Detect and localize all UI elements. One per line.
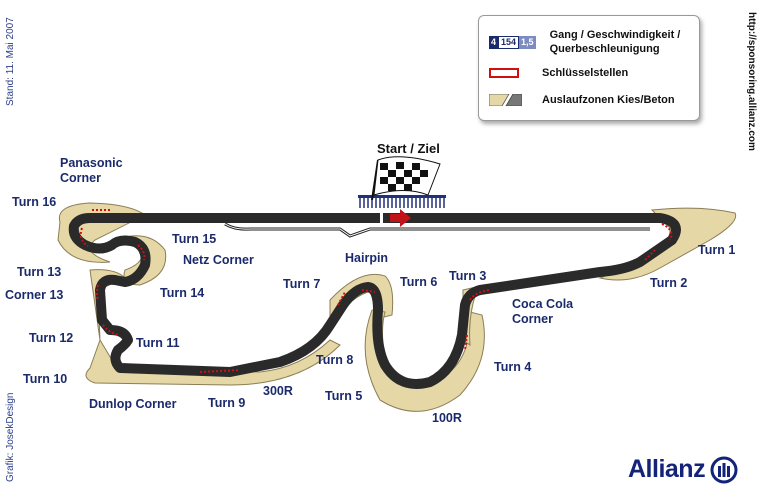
key-points [79,209,673,373]
corner-label: Turn 13 [17,265,62,279]
corner-label: Turn 4 [494,360,532,374]
sponsor-url-link[interactable]: http://sponsoring.allianz.com [746,12,757,151]
corner-label: Turn 11 [136,336,180,350]
key-point-swatch-icon [489,68,519,78]
corner-label: Turn 12 [29,331,74,345]
label-line: Corner [60,171,101,185]
label-line: Panasonic [60,156,123,170]
corner-label: Dunlop Corner [89,397,177,411]
checkered-flag-icon [371,156,441,201]
corner-label: Turn 8 [316,353,354,367]
corner-label: Corner 13 [5,288,64,302]
start-finish-label: Start / Ziel [377,141,440,156]
corner-label: Turn 9 [208,396,246,410]
start-line [380,213,383,223]
pit-lane [224,222,650,238]
badge-gear: 4 [489,35,499,49]
label-line: Querbeschleunigung [549,43,660,55]
legend: 4 154 1,5 Gang / Geschwindigkeit / Querbe… [478,15,700,121]
corner-label: Hairpin [345,251,389,265]
gear-speed-badge-icon: 4 154 1,5 [489,35,536,49]
corner-label: 300R [263,384,293,398]
badge-g: 1,5 [519,35,536,49]
track [68,213,681,389]
graphic-credit: Grafik: JosekDesign [5,392,16,482]
corner-label: Turn 16 [12,195,57,209]
corner-label: Turn 5 [325,389,363,403]
corner-label: Netz Corner [183,253,254,267]
runoff-swatch-icon [489,94,522,106]
grandstand [358,195,446,208]
legend-row-runoff: Auslaufzonen Kies/Beton [489,93,675,107]
allianz-eagle-icon [710,456,738,483]
logo-text: Allianz [628,455,706,483]
corner-label: Turn 15 [172,232,217,246]
legend-row-speed: 4 154 1,5 Gang / Geschwindigkeit / Querbe… [489,28,680,56]
corner-label: Turn 6 [400,275,438,289]
corner-label: 100R [432,411,462,425]
pit-lane-inner [224,223,650,237]
legend-label: Schlüsselstellen [542,67,629,79]
legend-label: Gang / Geschwindigkeit / Querbeschleunigu… [550,28,681,56]
badge-speed: 154 [498,35,520,49]
label-line: Gang / Geschwindigkeit / [549,29,681,41]
corner-label: Turn 2 [650,276,688,290]
corner-label: Turn 7 [283,277,321,291]
legend-label: Auslaufzonen Kies/Beton [542,94,675,106]
date-stamp: Stand: 11. Mai 2007 [5,17,16,106]
corner-label: Turn 14 [160,286,205,300]
label-line: Corner [512,312,553,326]
legend-row-key: Schlüsselstellen [489,66,628,80]
corner-label: Turn 10 [23,372,68,386]
label-line: Coca Cola [512,297,574,311]
direction-arrow-icon [390,209,411,227]
corner-label: Turn 1 [698,243,736,257]
allianz-logo: Allianz [628,455,738,484]
corner-label: Turn 3 [449,269,487,283]
